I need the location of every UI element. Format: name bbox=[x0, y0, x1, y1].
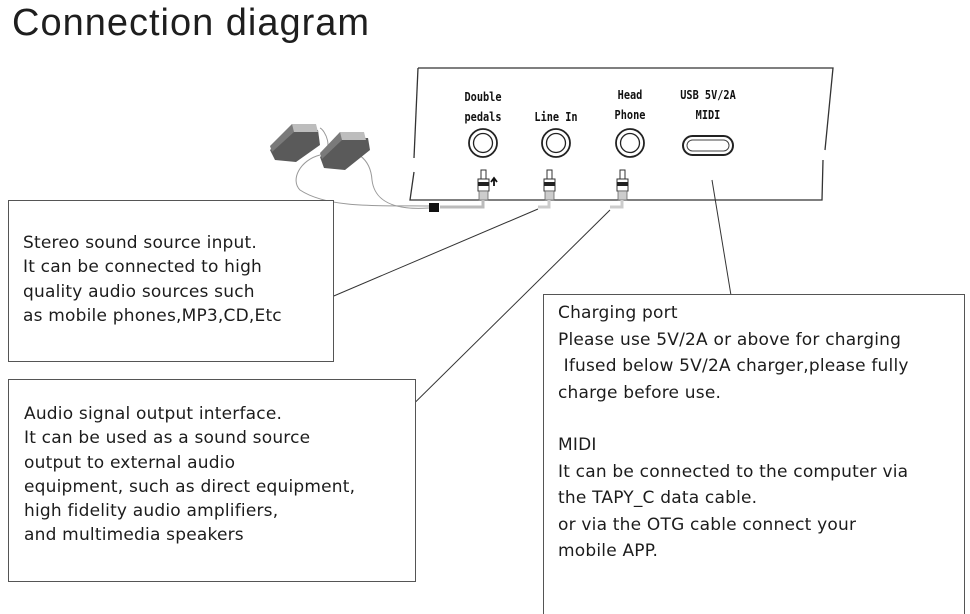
keyboard-back-panel bbox=[409, 67, 834, 201]
line-in-leader bbox=[314, 208, 539, 305]
port-label-double-pedals: Double pedals bbox=[464, 89, 502, 124]
head-phone-jack-icon bbox=[615, 128, 645, 158]
head-phone-plug-icon bbox=[610, 169, 629, 209]
page-title: Connection diagram bbox=[12, 2, 371, 44]
pedal-right-icon bbox=[320, 132, 370, 170]
charging-heading: Charging port bbox=[558, 303, 678, 323]
midi-heading: MIDI bbox=[558, 435, 597, 455]
port-label-usb-midi: USB 5V/2A MIDI bbox=[680, 87, 736, 122]
double-pedals-jack-icon bbox=[468, 128, 498, 158]
head-phone-callout: Audio signal output interface. It can be… bbox=[8, 379, 416, 582]
connection-diagram bbox=[270, 67, 834, 443]
line-in-callout: Stereo sound source input. It can be con… bbox=[8, 200, 334, 362]
port-label-head-phone: Head Phone bbox=[614, 87, 646, 122]
usb-c-port-icon bbox=[682, 135, 734, 156]
port-label-line-in: Line In bbox=[534, 109, 578, 124]
line-in-plug-icon bbox=[538, 169, 556, 209]
usb-midi-callout: Charging port Please use 5V/2A or above … bbox=[543, 294, 965, 614]
line-in-jack-icon bbox=[541, 128, 571, 158]
pedal-left-icon bbox=[270, 124, 320, 162]
pedal-plug-icon bbox=[477, 169, 498, 201]
